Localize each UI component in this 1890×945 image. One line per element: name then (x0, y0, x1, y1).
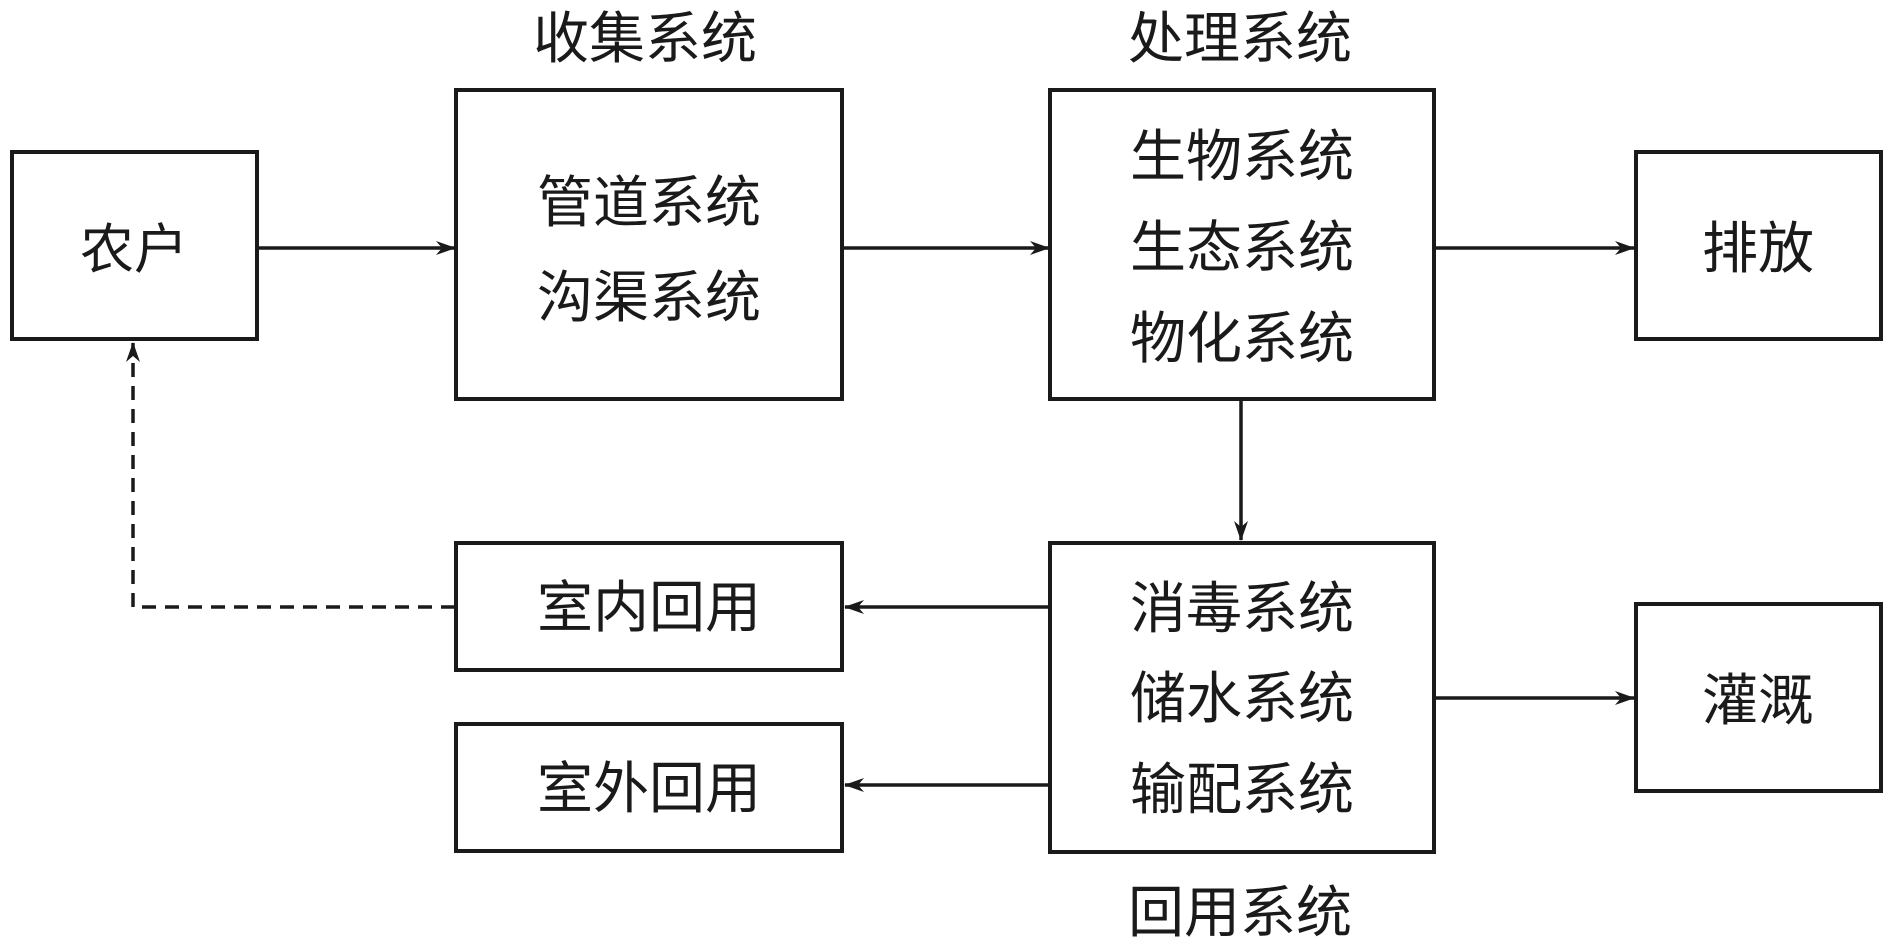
treatment-box (1048, 88, 1436, 401)
treatment-item-physicochemical: 物化系统 (1130, 307, 1354, 372)
indoor-reuse-label: 室内回用 (537, 576, 761, 641)
reuse-item-storage: 储水系统 (1130, 667, 1354, 732)
treatment-group-title: 处理系统 (1128, 7, 1352, 72)
collection-group-title: 收集系统 (533, 7, 757, 72)
collection-box (454, 88, 844, 401)
collection-item-pipe: 管道系统 (537, 171, 761, 236)
edge-indoor-reuse-to-household (126, 342, 455, 609)
outdoor-reuse-box (454, 722, 844, 853)
discharge-box (1634, 150, 1883, 341)
irrigation-label: 灌溉 (1702, 669, 1814, 734)
reuse-item-disinfection: 消毒系统 (1130, 577, 1354, 642)
reuse-group-title: 回用系统 (1128, 881, 1352, 945)
node-household: 农户 (10, 150, 259, 341)
node-collection: 管道系统 沟渠系统 (454, 88, 844, 401)
collection-item-ditch: 沟渠系统 (537, 266, 761, 331)
node-treatment: 生物系统 生态系统 物化系统 (1048, 88, 1436, 401)
outdoor-reuse-label: 室外回用 (537, 757, 761, 822)
reuse-item-distribution: 输配系统 (1130, 758, 1354, 823)
irrigation-box (1634, 602, 1883, 793)
treatment-item-ecological: 生态系统 (1130, 216, 1354, 281)
node-discharge: 排放 (1634, 150, 1883, 341)
discharge-label: 排放 (1702, 217, 1814, 282)
household-label: 农户 (80, 218, 188, 281)
indoor-reuse-box (454, 541, 844, 672)
node-outdoor-reuse: 室外回用 (454, 722, 844, 853)
node-indoor-reuse: 室内回用 (454, 541, 844, 672)
node-irrigation: 灌溉 (1634, 602, 1883, 793)
connectors (126, 241, 1635, 792)
household-box (10, 150, 259, 341)
treatment-item-biological: 生物系统 (1130, 125, 1354, 190)
reuse-box (1048, 541, 1436, 854)
node-reuse: 消毒系统 储水系统 输配系统 (1048, 541, 1436, 854)
